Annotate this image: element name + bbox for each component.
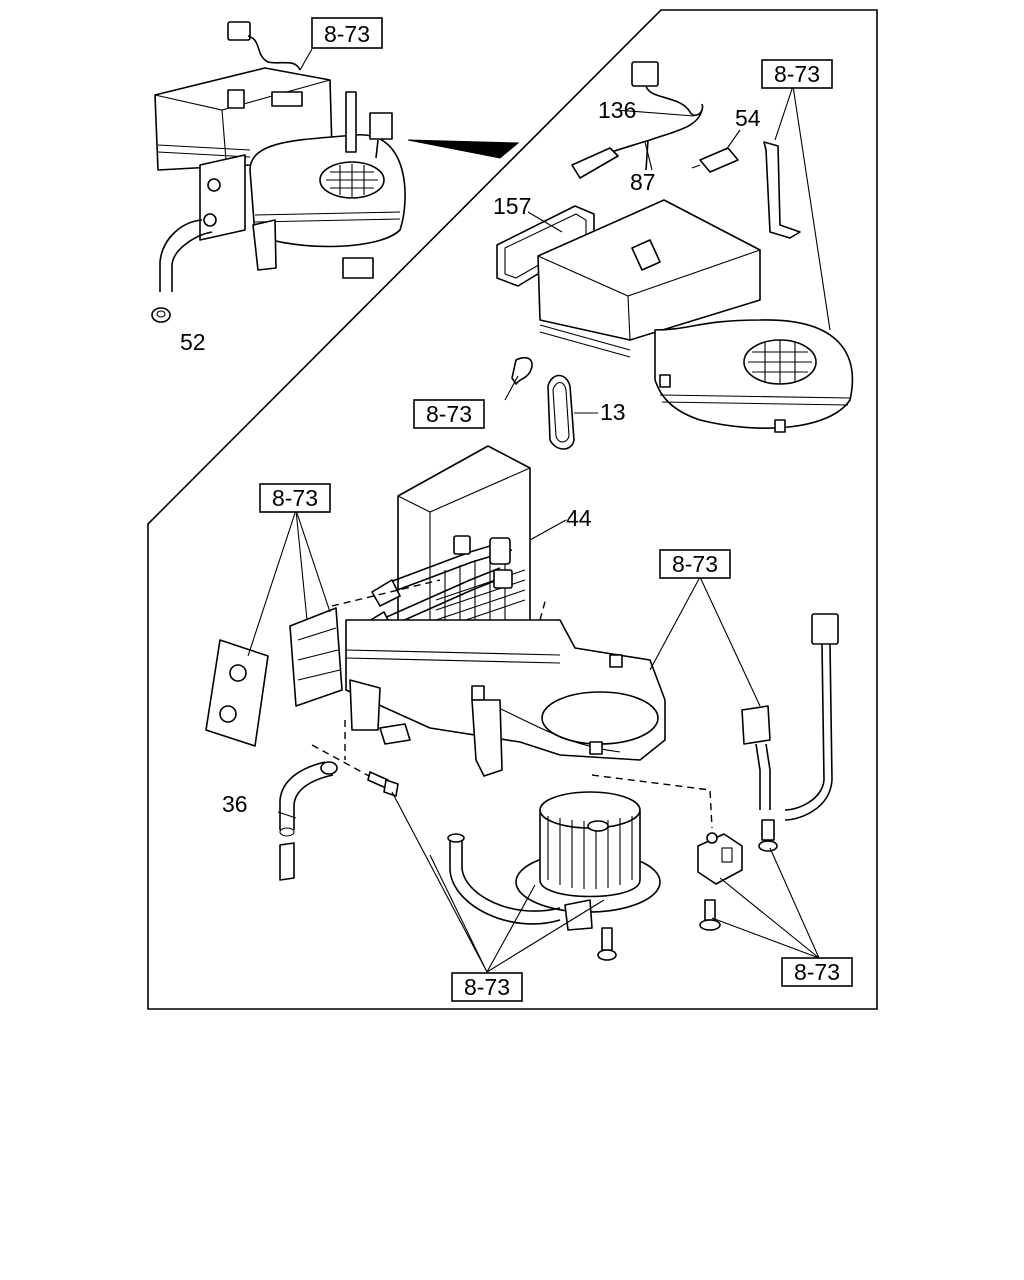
seal-plate — [205, 607, 343, 747]
svg-text:8-73: 8-73 — [774, 61, 820, 87]
ref-box-1: 8-73 — [311, 17, 383, 49]
blower-motor — [447, 791, 661, 961]
callout-44: 44 — [566, 505, 592, 531]
harness-and-resistor — [571, 61, 801, 239]
blower-resistor — [697, 832, 743, 931]
ref-box-5: 8-73 — [659, 549, 731, 579]
callout-87: 87 — [630, 169, 656, 195]
ref-box-3: 8-73 — [413, 399, 485, 429]
callout-13: 13 — [600, 399, 626, 425]
svg-text:8-73: 8-73 — [464, 974, 510, 1000]
callout-136: 136 — [598, 97, 636, 123]
lower-case — [345, 619, 666, 777]
ref-box-7: 8-73 — [781, 957, 853, 987]
svg-text:8-73: 8-73 — [794, 959, 840, 985]
ref-box-2: 8-73 — [761, 59, 833, 89]
bolt-case — [367, 771, 399, 797]
overview-assembly — [151, 21, 406, 323]
svg-text:8-73: 8-73 — [426, 401, 472, 427]
svg-text:8-73: 8-73 — [324, 21, 370, 47]
evaporator-core — [363, 445, 531, 661]
upper-housing — [496, 199, 854, 433]
ref-box-4: 8-73 — [259, 483, 331, 513]
drain-hose — [279, 761, 338, 881]
connector-harness — [741, 613, 839, 852]
diagram-frame — [147, 9, 878, 1010]
callout-54: 54 — [735, 105, 761, 131]
direction-arrow — [407, 139, 520, 159]
svg-text:8-73: 8-73 — [672, 551, 718, 577]
clip-and-gasket — [511, 356, 575, 450]
svg-text:8-73: 8-73 — [272, 485, 318, 511]
callout-52: 52 — [180, 329, 206, 355]
ref-box-6: 8-73 — [451, 972, 523, 1002]
callout-36: 36 — [222, 791, 248, 817]
leader-lines — [247, 48, 831, 973]
callout-157: 157 — [493, 193, 531, 219]
